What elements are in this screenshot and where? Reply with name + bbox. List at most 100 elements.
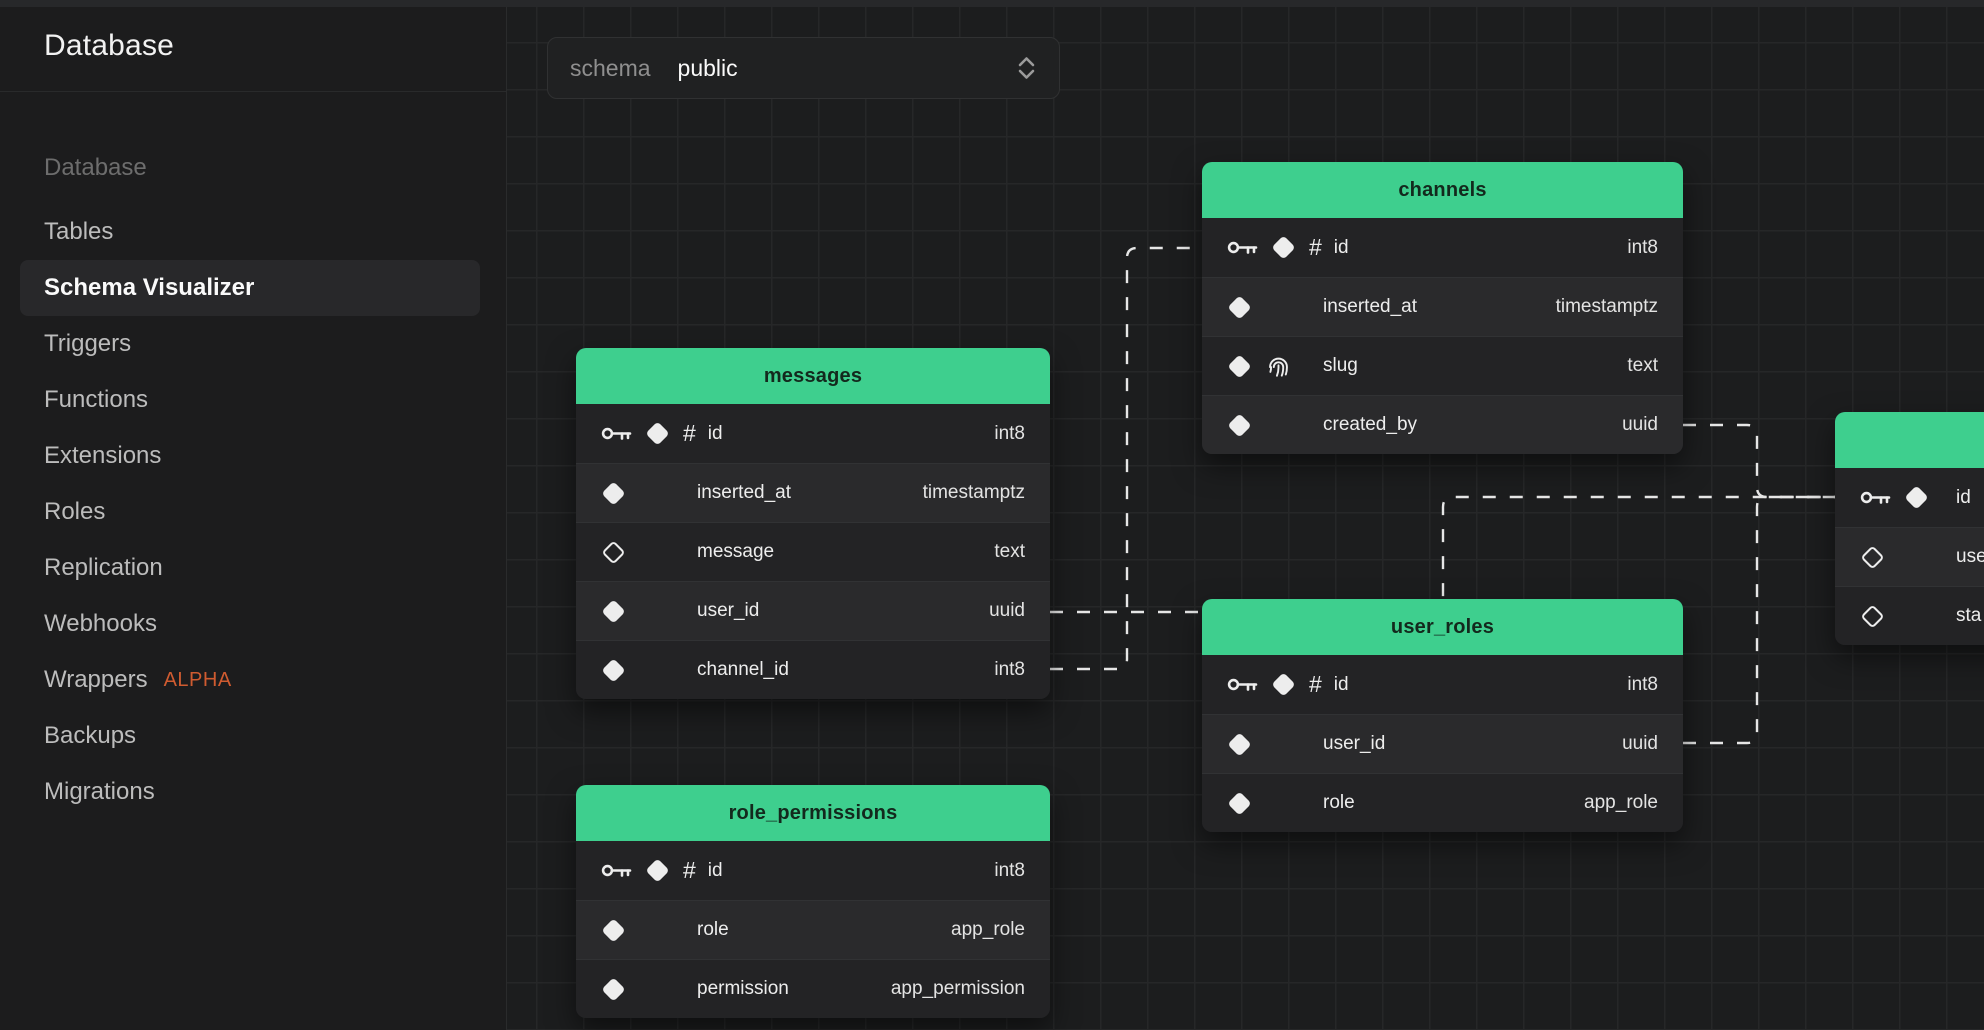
not-null-diamond-icon (1227, 731, 1252, 757)
nullable-diamond-icon (601, 539, 626, 565)
fk-edge-channels.created_by-to-clipped_right_table.id (1683, 423, 1836, 499)
sidebar-item-migrations[interactable]: Migrations (20, 764, 480, 820)
primary-key-icon (1227, 241, 1258, 254)
table-header: role_permissions (576, 785, 1050, 841)
schema-select-value: public (677, 54, 738, 81)
primary-key-icon (1227, 678, 1258, 691)
sidebar-item-webhooks[interactable]: Webhooks (20, 596, 480, 652)
column-icons (1227, 790, 1311, 816)
schema-select-label: schema (570, 54, 651, 81)
not-null-diamond-icon (1271, 672, 1296, 697)
sidebar-item-extensions[interactable]: Extensions (20, 428, 480, 484)
not-null-diamond-icon (601, 657, 626, 683)
page-title: Database (44, 28, 175, 62)
column-type: int8 (994, 659, 1025, 680)
column-name: message (697, 541, 775, 562)
column-icons: # (601, 858, 696, 883)
column-type: uuid (1622, 414, 1658, 435)
column-row-use: use (1835, 527, 1984, 586)
column-icons (1860, 544, 1944, 570)
column-icons: # (1227, 671, 1322, 697)
sidebar-item-label: Roles (44, 498, 106, 525)
not-null-diamond-icon (601, 598, 626, 624)
column-type: int8 (994, 859, 1025, 881)
column-row-user_id: user_id uuid (1202, 714, 1683, 773)
table-header (1835, 412, 1984, 468)
column-icons (601, 480, 685, 506)
sidebar-item-label: Backups (44, 722, 137, 749)
sidebar-item-schema-visualizer[interactable]: Schema Visualizer (20, 260, 480, 316)
not-null-diamond-icon (601, 480, 626, 506)
alpha-badge: ALPHA (163, 668, 232, 691)
column-icons (601, 539, 685, 565)
table-header: channels (1202, 162, 1683, 218)
chevron-up-down-icon (1018, 57, 1035, 79)
sidebar-item-label: Schema Visualizer (44, 274, 255, 301)
column-icons (601, 598, 685, 624)
fk-edge-user_roles.user_id-to-clipped_right_table.id (1683, 495, 1836, 745)
column-type: uuid (1622, 733, 1658, 754)
column-type: timestamptz (922, 482, 1025, 503)
column-icons (601, 976, 685, 1002)
column-name: role (697, 919, 729, 940)
table-node-messages[interactable]: messages # id int8 inserted_at timestamptz mes… (576, 348, 1050, 699)
column-name: id (707, 422, 723, 444)
sidebar-header: Database (0, 0, 506, 92)
column-name: inserted_at (697, 482, 792, 503)
column-name: created_by (1323, 414, 1418, 435)
column-icons (1860, 603, 1944, 629)
column-icons (601, 917, 685, 943)
column-type: int8 (994, 422, 1025, 444)
primary-key-icon (601, 427, 632, 440)
identity-hash-icon: # (683, 420, 696, 446)
not-null-diamond-icon (1227, 294, 1252, 320)
sidebar-item-backups[interactable]: Backups (20, 708, 480, 764)
column-type: timestamptz (1555, 296, 1658, 317)
column-icons (1227, 731, 1311, 757)
sidebar-item-database[interactable]: Database (20, 140, 480, 196)
identity-hash-icon: # (1309, 671, 1322, 697)
column-name: sta (1956, 605, 1982, 626)
not-null-diamond-icon (1271, 235, 1296, 260)
sidebar-item-label: Functions (44, 386, 149, 413)
primary-key-icon (601, 864, 632, 877)
table-columns: # id int8 inserted_at timestamptz message text… (576, 404, 1050, 699)
column-type: text (994, 541, 1025, 562)
column-name: user_id (697, 600, 760, 621)
schema-select[interactable]: schema public (547, 37, 1060, 99)
column-icons (1227, 412, 1311, 438)
column-name: user_id (1323, 733, 1386, 754)
sidebar-item-replication[interactable]: Replication (20, 540, 480, 596)
column-type: app_role (1584, 792, 1658, 813)
primary-key-icon (1860, 491, 1891, 504)
column-name: id (1333, 673, 1349, 695)
sidebar-item-tables[interactable]: Tables (20, 204, 480, 260)
sidebar-item-functions[interactable]: Functions (20, 372, 480, 428)
not-null-diamond-icon (1227, 790, 1252, 816)
not-null-diamond-icon (601, 917, 626, 943)
sidebar-item-roles[interactable]: Roles (20, 484, 480, 540)
column-row-sta: sta (1835, 586, 1984, 645)
column-name: id (1333, 236, 1349, 258)
table-header: messages (576, 348, 1050, 404)
sidebar-item-triggers[interactable]: Triggers (20, 316, 480, 372)
column-icons (601, 657, 685, 683)
column-name: use (1956, 546, 1984, 567)
